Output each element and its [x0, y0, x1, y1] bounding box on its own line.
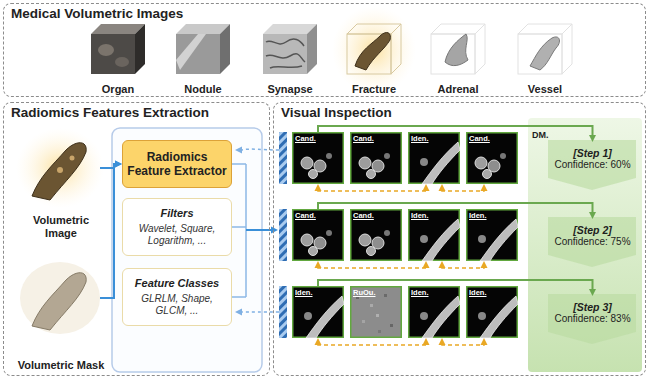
- step-label: Confidence: 60%: [554, 159, 630, 171]
- step-label: Confidence: 83%: [554, 313, 630, 325]
- slice-tag: Cand.: [353, 211, 374, 220]
- connector: [100, 164, 116, 298]
- arrow-head: [315, 184, 322, 191]
- volume-thumbnail: Adrenal: [420, 18, 496, 96]
- volume-label: Fracture: [352, 83, 396, 96]
- connector: [442, 344, 484, 345]
- slice-tag: Iden.: [411, 134, 429, 143]
- volume-thumbnail: Vessel: [507, 18, 583, 96]
- box-label: GLRLM, Shape, GLCM, ...: [127, 293, 227, 317]
- step-label: [Step 2]: [573, 224, 612, 236]
- slice-tag: Iden.: [411, 211, 429, 220]
- arrow-head: [481, 261, 488, 268]
- slice-thumbnail: Iden.: [408, 132, 460, 184]
- arrow-head: [315, 338, 322, 345]
- step-label: Confidence: 75%: [554, 236, 630, 248]
- panel-frame: Visual InspectionCand. Cand. Iden. Cand. Can…: [273, 102, 646, 376]
- volume-label: Vessel: [528, 83, 562, 96]
- arrow-head: [589, 289, 596, 296]
- box-label: Feature Classes: [135, 277, 219, 290]
- arrow-head: [439, 338, 446, 345]
- box-label: Radiomics Feature Extractor: [127, 150, 227, 178]
- volume-label: Synapse: [267, 83, 312, 96]
- side-label: DM.: [532, 130, 549, 140]
- slice-tag: Cand.: [295, 211, 316, 220]
- volume-thumbnail: Synapse: [252, 18, 328, 96]
- volume-label: Adrenal: [438, 83, 479, 96]
- box-label: Filters: [160, 207, 193, 220]
- panel-title: Medical Volumetric Images: [11, 6, 183, 21]
- arrow-head: [481, 338, 488, 345]
- panel-frame: Radiomics Features ExtractionVolumetric …: [3, 102, 270, 376]
- step-box: [Step 3]Confidence: 83%: [545, 296, 640, 330]
- arrow-head: [115, 161, 122, 168]
- volume-thumbnail: Fracture: [336, 18, 412, 96]
- slice-tag: Cand.: [295, 134, 316, 143]
- option-box: Feature ClassesGLRLM, Shape, GLCM, ...: [122, 268, 232, 326]
- volume-label: Organ: [102, 83, 134, 96]
- arrow-head: [315, 261, 322, 268]
- slice-thumbnail: Iden.: [466, 286, 518, 338]
- volume-label: Nodule: [184, 83, 221, 96]
- arrow-head: [423, 261, 430, 268]
- slice-tag: RuOu.: [353, 288, 376, 297]
- arrow-head: [481, 184, 488, 191]
- arrow-head: [423, 338, 430, 345]
- connector: [318, 267, 426, 268]
- arrow-head: [115, 161, 122, 168]
- slice-tag: Iden.: [411, 288, 429, 297]
- connector: [442, 267, 484, 268]
- slice-thumbnail: Cand.: [292, 132, 344, 184]
- step-label: [Step 3]: [573, 301, 612, 313]
- volume-thumbnail: Organ: [80, 18, 156, 96]
- step-box: [Step 2]Confidence: 75%: [545, 219, 640, 253]
- slice-tag: Iden.: [295, 288, 313, 297]
- extractor-box: Radiomics Feature Extractor: [122, 140, 232, 188]
- slice-thumbnail: RuOu.: [350, 286, 402, 338]
- input-volume: Volumetric Mask: [16, 262, 106, 372]
- slice-thumbnail: Cand.: [466, 132, 518, 184]
- slice-thumbnail: Iden.: [408, 286, 460, 338]
- slice-thumbnail: Iden.: [466, 209, 518, 261]
- panel-title: Visual Inspection: [281, 105, 392, 120]
- arrow-head: [423, 184, 430, 191]
- arrow-head: [589, 212, 596, 219]
- panel-title: Radiomics Features Extraction: [11, 105, 209, 120]
- box-label: Wavelet, Square, Logarithm, ...: [127, 223, 227, 247]
- volume-thumbnail: Nodule: [165, 18, 241, 96]
- option-box: FiltersWavelet, Square, Logarithm, ...: [122, 198, 232, 256]
- arrow-head: [589, 135, 596, 142]
- connector: [442, 190, 484, 191]
- slice-tag: Cand.: [469, 134, 490, 143]
- slice-thumbnail: Iden.: [292, 286, 344, 338]
- panel-frame: Medical Volumetric ImagesOrgan Nodule Syna…: [3, 3, 646, 97]
- connector: [318, 190, 426, 191]
- slice-thumbnail: Cand.: [292, 209, 344, 261]
- input-volume: Volumetric Image: [16, 132, 106, 240]
- slice-thumbnail: Iden.: [408, 209, 460, 261]
- slice-tag: Iden.: [469, 211, 487, 220]
- connector: [318, 344, 426, 345]
- step-box: [Step 1]Confidence: 60%: [545, 142, 640, 176]
- slice-tag: Cand.: [353, 134, 374, 143]
- step-label: [Step 1]: [573, 147, 612, 159]
- arrow-head: [439, 184, 446, 191]
- slice-tag: Iden.: [469, 288, 487, 297]
- arrow-head: [439, 261, 446, 268]
- volume-label: Volumetric Image: [16, 214, 106, 240]
- volume-label: Volumetric Mask: [18, 359, 105, 372]
- slice-thumbnail: Cand.: [350, 132, 402, 184]
- slice-thumbnail: Cand.: [350, 209, 402, 261]
